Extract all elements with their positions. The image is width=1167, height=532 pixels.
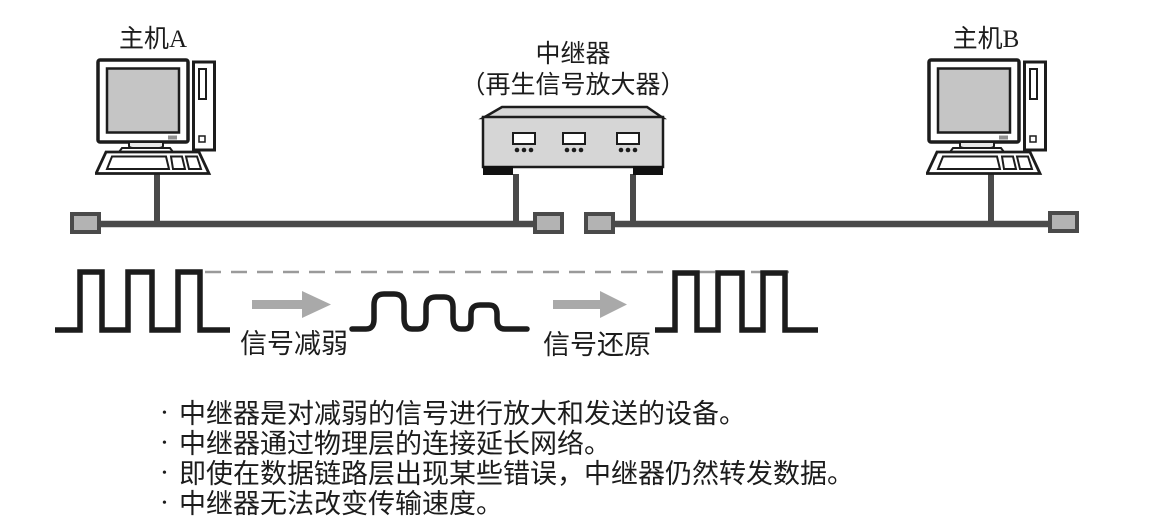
signal-restore-arrow-icon	[553, 291, 627, 318]
host-b-computer-icon	[926, 58, 1048, 175]
bullet-icon: •	[162, 466, 167, 481]
bullet-icon: •	[162, 436, 167, 451]
note-item-2: • 中继器通过物理层的连接延长网络。	[162, 429, 1122, 459]
terminator-mid-right	[584, 212, 615, 234]
notes-list: • 中继器是对减弱的信号进行放大和发送的设备。 • 中继器通过物理层的连接延长网…	[162, 399, 1122, 519]
repeater-sublabel: （再生信号放大器）	[460, 72, 686, 99]
attenuated-signal-waveform	[349, 291, 530, 332]
terminator-far-right	[1048, 211, 1079, 233]
host-a-computer-icon	[95, 58, 217, 175]
bullet-icon: •	[162, 406, 167, 421]
repeater-display-windows	[512, 132, 640, 145]
terminator-mid-left	[533, 212, 564, 234]
repeater-foot-left	[483, 166, 513, 175]
bus-terminators	[70, 211, 1079, 234]
host-a-label: 主机A	[118, 26, 188, 53]
signal-restore-label: 信号还原	[543, 330, 651, 360]
note-text-2: 中继器通过物理层的连接延长网络。	[179, 429, 611, 459]
repeater-device-icon	[478, 105, 668, 175]
bullet-icon: •	[162, 496, 167, 511]
signal-weaken-arrow-icon	[252, 291, 331, 318]
note-text-3: 即使在数据链路层出现某些错误，中继器仍然转发数据。	[179, 459, 854, 489]
note-text-1: 中继器是对减弱的信号进行放大和发送的设备。	[179, 399, 746, 429]
note-item-1: • 中继器是对减弱的信号进行放大和发送的设备。	[162, 399, 1122, 429]
note-item-3: • 即使在数据链路层出现某些错误，中继器仍然转发数据。	[162, 459, 1122, 489]
note-item-4: • 中继器无法改变传输速度。	[162, 489, 1122, 519]
repeater-foot-right	[633, 166, 663, 175]
signal-weaken-label: 信号减弱	[240, 329, 348, 359]
drop-cables	[154, 172, 994, 222]
terminator-far-left	[70, 212, 101, 234]
restored-signal-waveform	[655, 270, 818, 333]
repeater-indicator-dots	[514, 147, 638, 153]
host-b-label: 主机B	[952, 26, 1020, 53]
note-text-4: 中继器无法改变传输速度。	[179, 489, 503, 519]
repeater-label: 中继器	[535, 41, 611, 68]
clean-signal-waveform	[55, 269, 230, 333]
